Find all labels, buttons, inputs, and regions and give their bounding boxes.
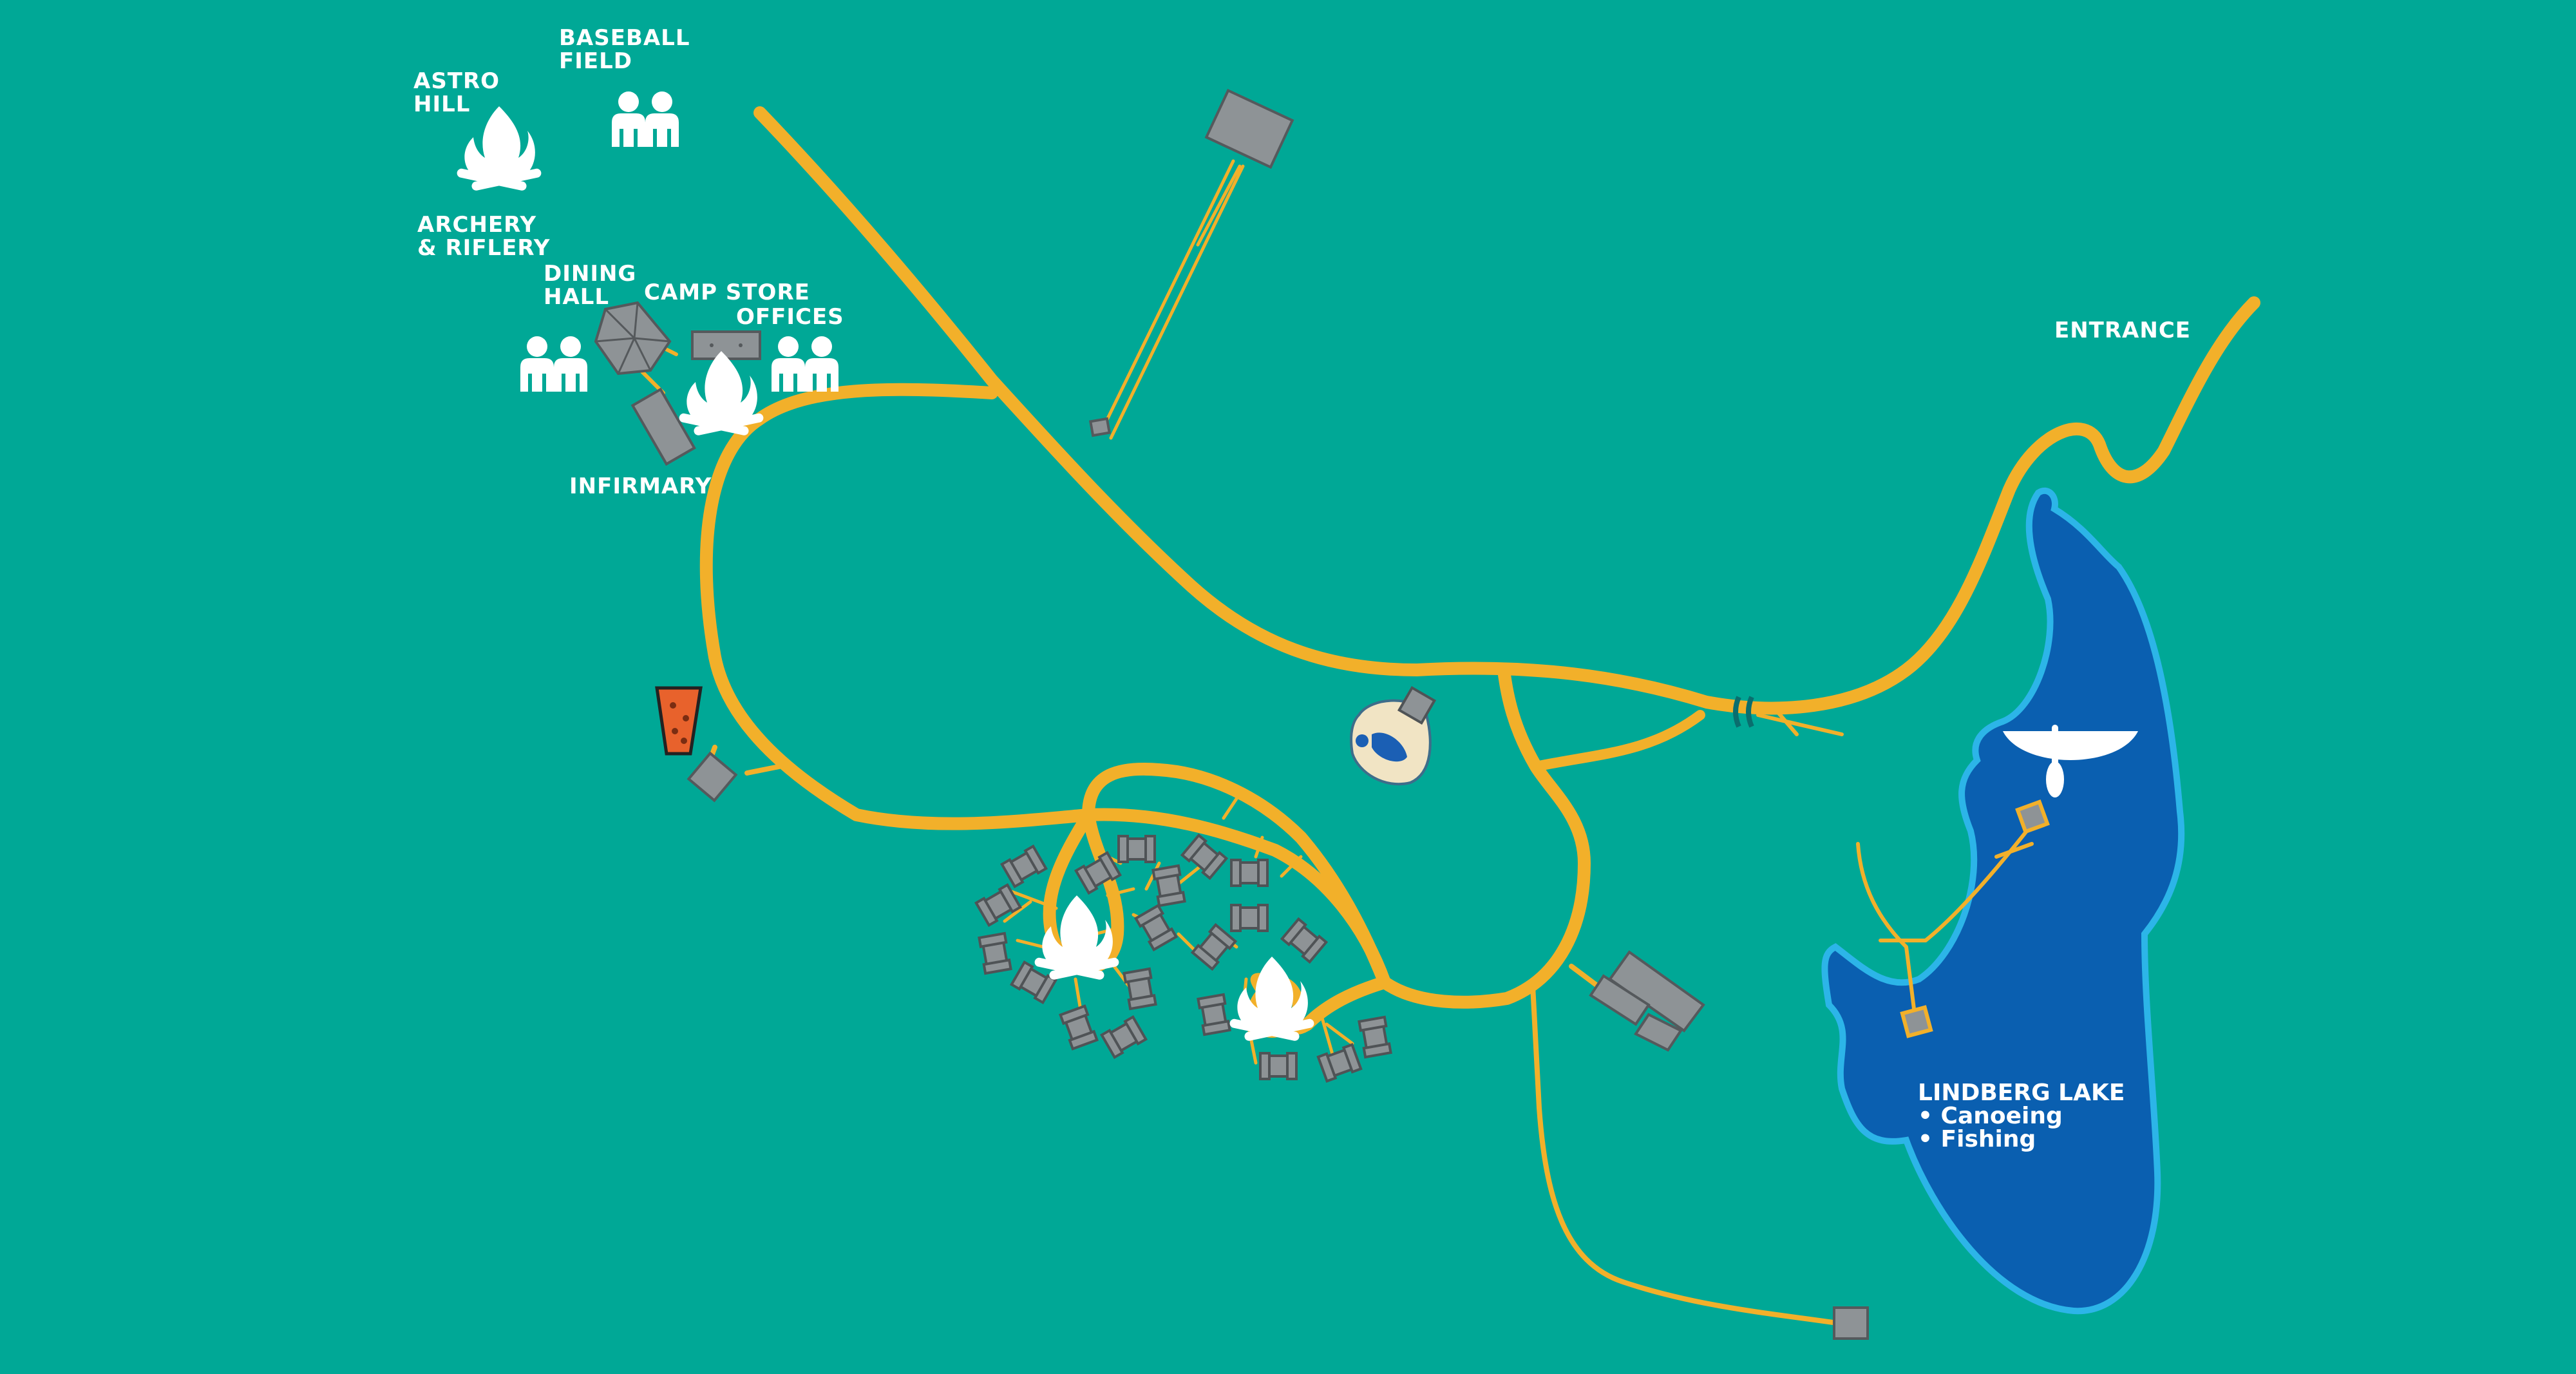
buildings <box>594 88 2050 1340</box>
label-entrance: ENTRANCE <box>2054 318 2191 343</box>
dining-hall-building <box>594 301 672 376</box>
label-infirmary: INFIRMARY <box>569 473 712 499</box>
lodge-building <box>1589 950 1705 1052</box>
climbing-wall-icon <box>655 686 703 756</box>
boat-house <box>1833 1306 1869 1340</box>
group-icon-offices <box>772 336 838 392</box>
campfire-icon-store <box>678 351 764 437</box>
label-offices: OFFICES <box>736 304 844 330</box>
lindberg-lake <box>1821 487 2185 1315</box>
lake-activity-fishing: • Fishing <box>1918 1126 2036 1152</box>
campfire-icon-cabins-2 <box>1229 957 1315 1042</box>
campfire-icon-astro <box>456 106 542 192</box>
infirmary-building <box>630 387 696 466</box>
bridge-icon <box>1733 696 1754 728</box>
small-shelter <box>1088 417 1112 437</box>
pool-icon <box>1350 685 1437 786</box>
dock-box-1 <box>2015 799 2050 834</box>
canoe-icon <box>2003 725 2138 797</box>
label-lindberg-lake: LINDBERG LAKE <box>1918 1080 2125 1106</box>
label-baseball-field: BASEBALL FIELD <box>559 25 698 74</box>
pavilion-building <box>687 751 738 803</box>
field-building <box>1204 88 1294 169</box>
group-icon-dining <box>520 336 587 392</box>
lake-activity-canoeing: • Canoeing <box>1918 1103 2063 1129</box>
label-dining-hall: DINING HALL <box>544 261 645 310</box>
label-archery-riflery: ARCHERY & RIFLERY <box>417 212 550 261</box>
group-icon-baseball <box>612 91 679 147</box>
label-camp-store: CAMP STORE <box>644 280 810 305</box>
label-astro-hill: ASTRO HILL <box>413 68 508 117</box>
dock-box-2 <box>1900 1005 1933 1038</box>
camp-store-building <box>691 330 761 360</box>
